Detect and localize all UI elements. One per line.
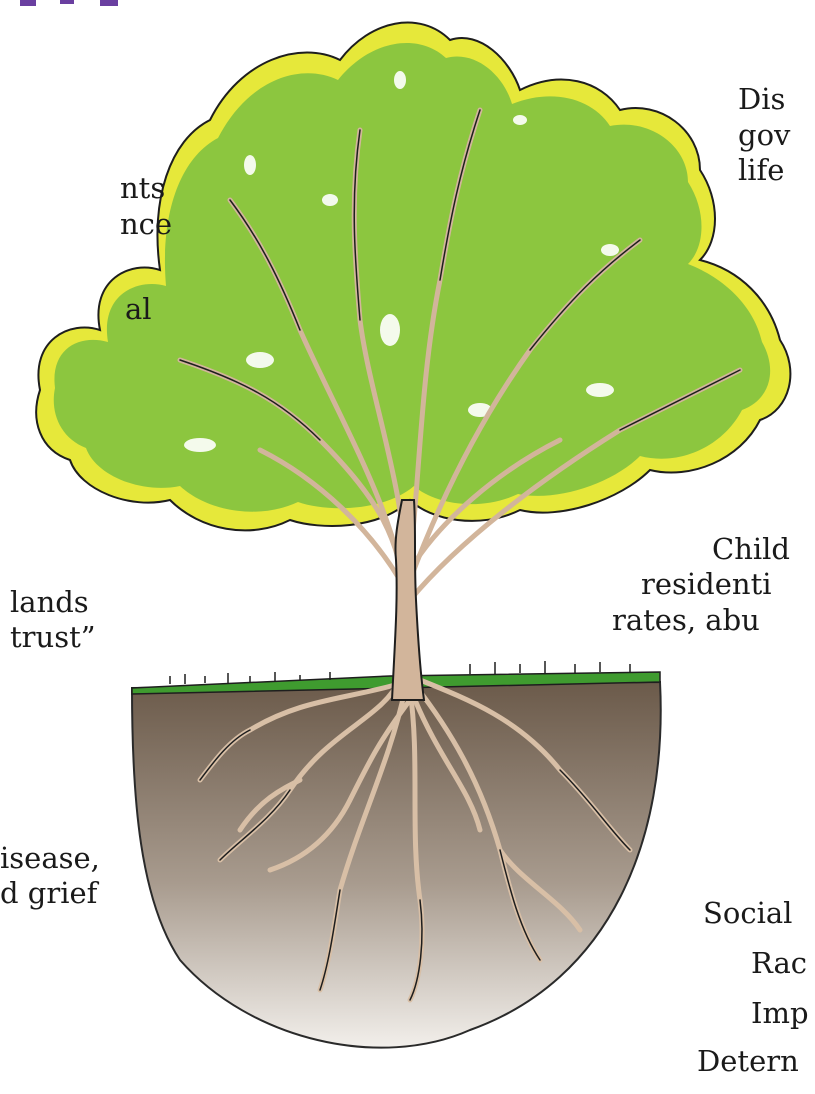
- label-mid-right-2: residenti: [641, 567, 772, 602]
- label-mid-right-1: Child: [712, 532, 790, 567]
- label-mid-left-1: lands: [10, 585, 89, 620]
- label-left-3: al: [125, 292, 152, 327]
- label-low-left-2: d grief: [0, 876, 97, 911]
- trunk: [392, 500, 424, 700]
- label-low-right-4: Detern: [697, 1044, 799, 1079]
- label-low-right-1: Social: [703, 896, 792, 931]
- label-left-1: nts: [120, 171, 165, 206]
- label-low-left-1: isease,: [0, 841, 100, 876]
- label-low-right-2: Rac: [751, 946, 807, 981]
- label-mid-right-3: rates, abu: [612, 603, 760, 638]
- label-low-right-3: Imp: [751, 996, 809, 1031]
- label-top-right-2: gov: [738, 118, 790, 153]
- label-left-2: nce: [120, 207, 172, 242]
- label-mid-left-2: trust”: [10, 620, 96, 655]
- soil: [132, 682, 661, 1048]
- label-top-right-1: Dis: [738, 82, 785, 117]
- label-top-right-3: life: [738, 153, 784, 188]
